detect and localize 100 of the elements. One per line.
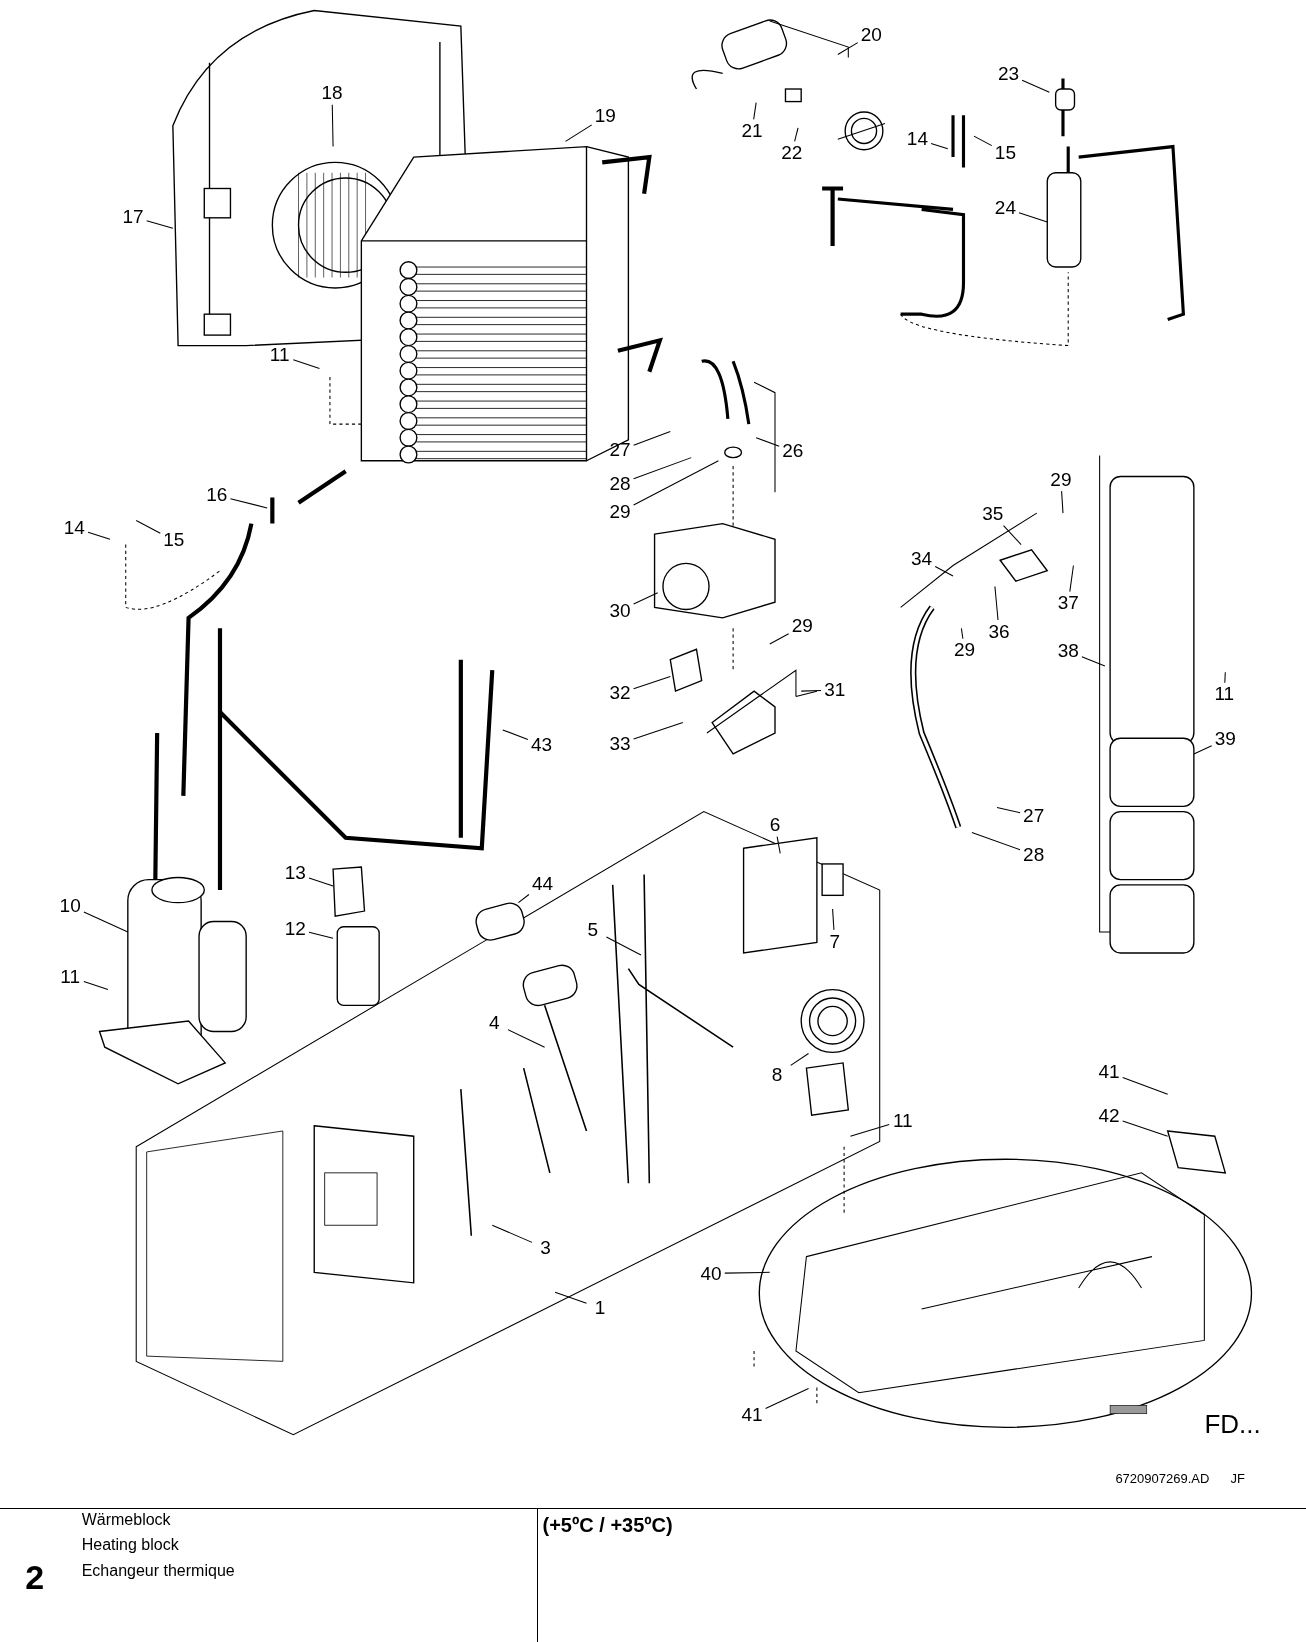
callout-number: 33 [606,732,634,756]
callout-number: 37 [1054,591,1082,615]
leader-line [517,893,530,904]
callout-number: 30 [606,599,634,623]
callout-number: 38 [1054,639,1082,663]
callout-number: 5 [579,918,607,942]
callout-number: 11 [266,343,294,367]
description-text: Wärmeblock [81,1511,171,1530]
leader-line [87,531,111,540]
callout-number: 18 [318,81,346,105]
leader-line [554,1291,588,1304]
leader-line [507,1029,546,1048]
leader-line [83,911,129,933]
leader-line [633,457,692,480]
leader-line [633,675,671,690]
callout-number: 14 [60,516,88,540]
leader-line [491,1224,533,1243]
leader-line [776,836,781,854]
leader-line [960,627,964,640]
callout-number: 29 [950,638,979,662]
leader-line [308,931,334,939]
callout-number: 11 [1210,682,1238,706]
leader-line [1224,671,1226,684]
title-text: (+5ºC / +35ºC) [542,1514,673,1538]
leader-line [755,437,780,447]
callout-number: 6 [761,813,789,837]
leader-line [605,936,642,956]
callout-number: 29 [1047,468,1075,492]
callout-number: 13 [281,861,309,885]
leader-line [1122,1076,1169,1095]
callout-number: 19 [591,104,619,128]
callout-number: 41 [1095,1060,1123,1084]
leader-line [769,633,790,645]
callout-number: 40 [697,1262,725,1286]
callout-number: 32 [606,681,634,705]
leader-line [292,359,320,370]
callout-number: 14 [903,127,932,151]
leader-line [83,981,109,991]
callout-number: 27 [606,438,634,462]
callout-number: 16 [203,483,231,507]
leader-line [1122,1120,1169,1137]
drawing-reference: JF [1230,1471,1246,1487]
leader-line [308,877,334,887]
leader-line [1021,79,1050,93]
leader-line [565,124,593,142]
callout-number: 11 [889,1109,917,1133]
callout-number: 10 [56,894,84,918]
leader-line [765,1388,810,1409]
page-number: 2 [25,1558,45,1598]
callout-number: 15 [160,528,188,552]
callout-number: 44 [528,872,557,896]
description-text: Heating block [81,1536,179,1555]
callout-number: 29 [606,500,634,524]
callout-number: 12 [281,917,309,941]
leader-line [1061,490,1064,514]
leader-line [633,592,659,605]
callout-number: 24 [991,196,1019,220]
leader-line [794,127,799,142]
leader-line [971,832,1021,851]
callout-number: 26 [779,439,807,463]
leader-line [135,519,161,534]
leader-line [146,220,174,229]
callout-number: 4 [480,1011,508,1035]
callout-number: 41 [738,1403,766,1427]
callout-number: 36 [985,620,1013,644]
callout-number: 23 [994,62,1023,86]
leader-line [832,908,835,931]
leader-line [724,1271,771,1274]
leader-line [1003,525,1022,546]
leader-line [502,729,529,740]
leader-line [331,104,334,148]
leader-line [849,1124,890,1137]
description-text: Echangeur thermique [81,1561,235,1580]
callout-number: 43 [527,733,556,757]
callout-number: 1 [586,1296,614,1320]
leader-line [973,135,993,147]
leader-line [934,565,954,577]
leader-line [1081,656,1106,667]
leader-line [1018,212,1048,223]
callout-number: 28 [1020,843,1048,867]
leader-line [753,102,757,120]
leader-line [994,585,999,621]
leader-line [790,1052,810,1066]
callout-number: 28 [606,472,634,496]
callout-number: 27 [1020,804,1048,828]
leader-line [633,722,684,740]
leader-line [1193,745,1213,755]
leader-line [800,690,822,692]
callout-number: 8 [763,1063,791,1087]
leader-line [930,142,949,150]
leader-line [837,42,859,55]
callout-number: 3 [532,1236,560,1260]
callout-number: 31 [821,678,849,702]
callout-number: 29 [788,614,816,638]
drawing-reference: 6720907269.AD [1115,1471,1210,1487]
callout-number: 22 [778,141,806,165]
callout-number: 17 [119,205,147,229]
revision-mark: FD... [1204,1408,1261,1440]
callout-number: 39 [1211,727,1239,751]
callout-number: 21 [738,119,766,143]
